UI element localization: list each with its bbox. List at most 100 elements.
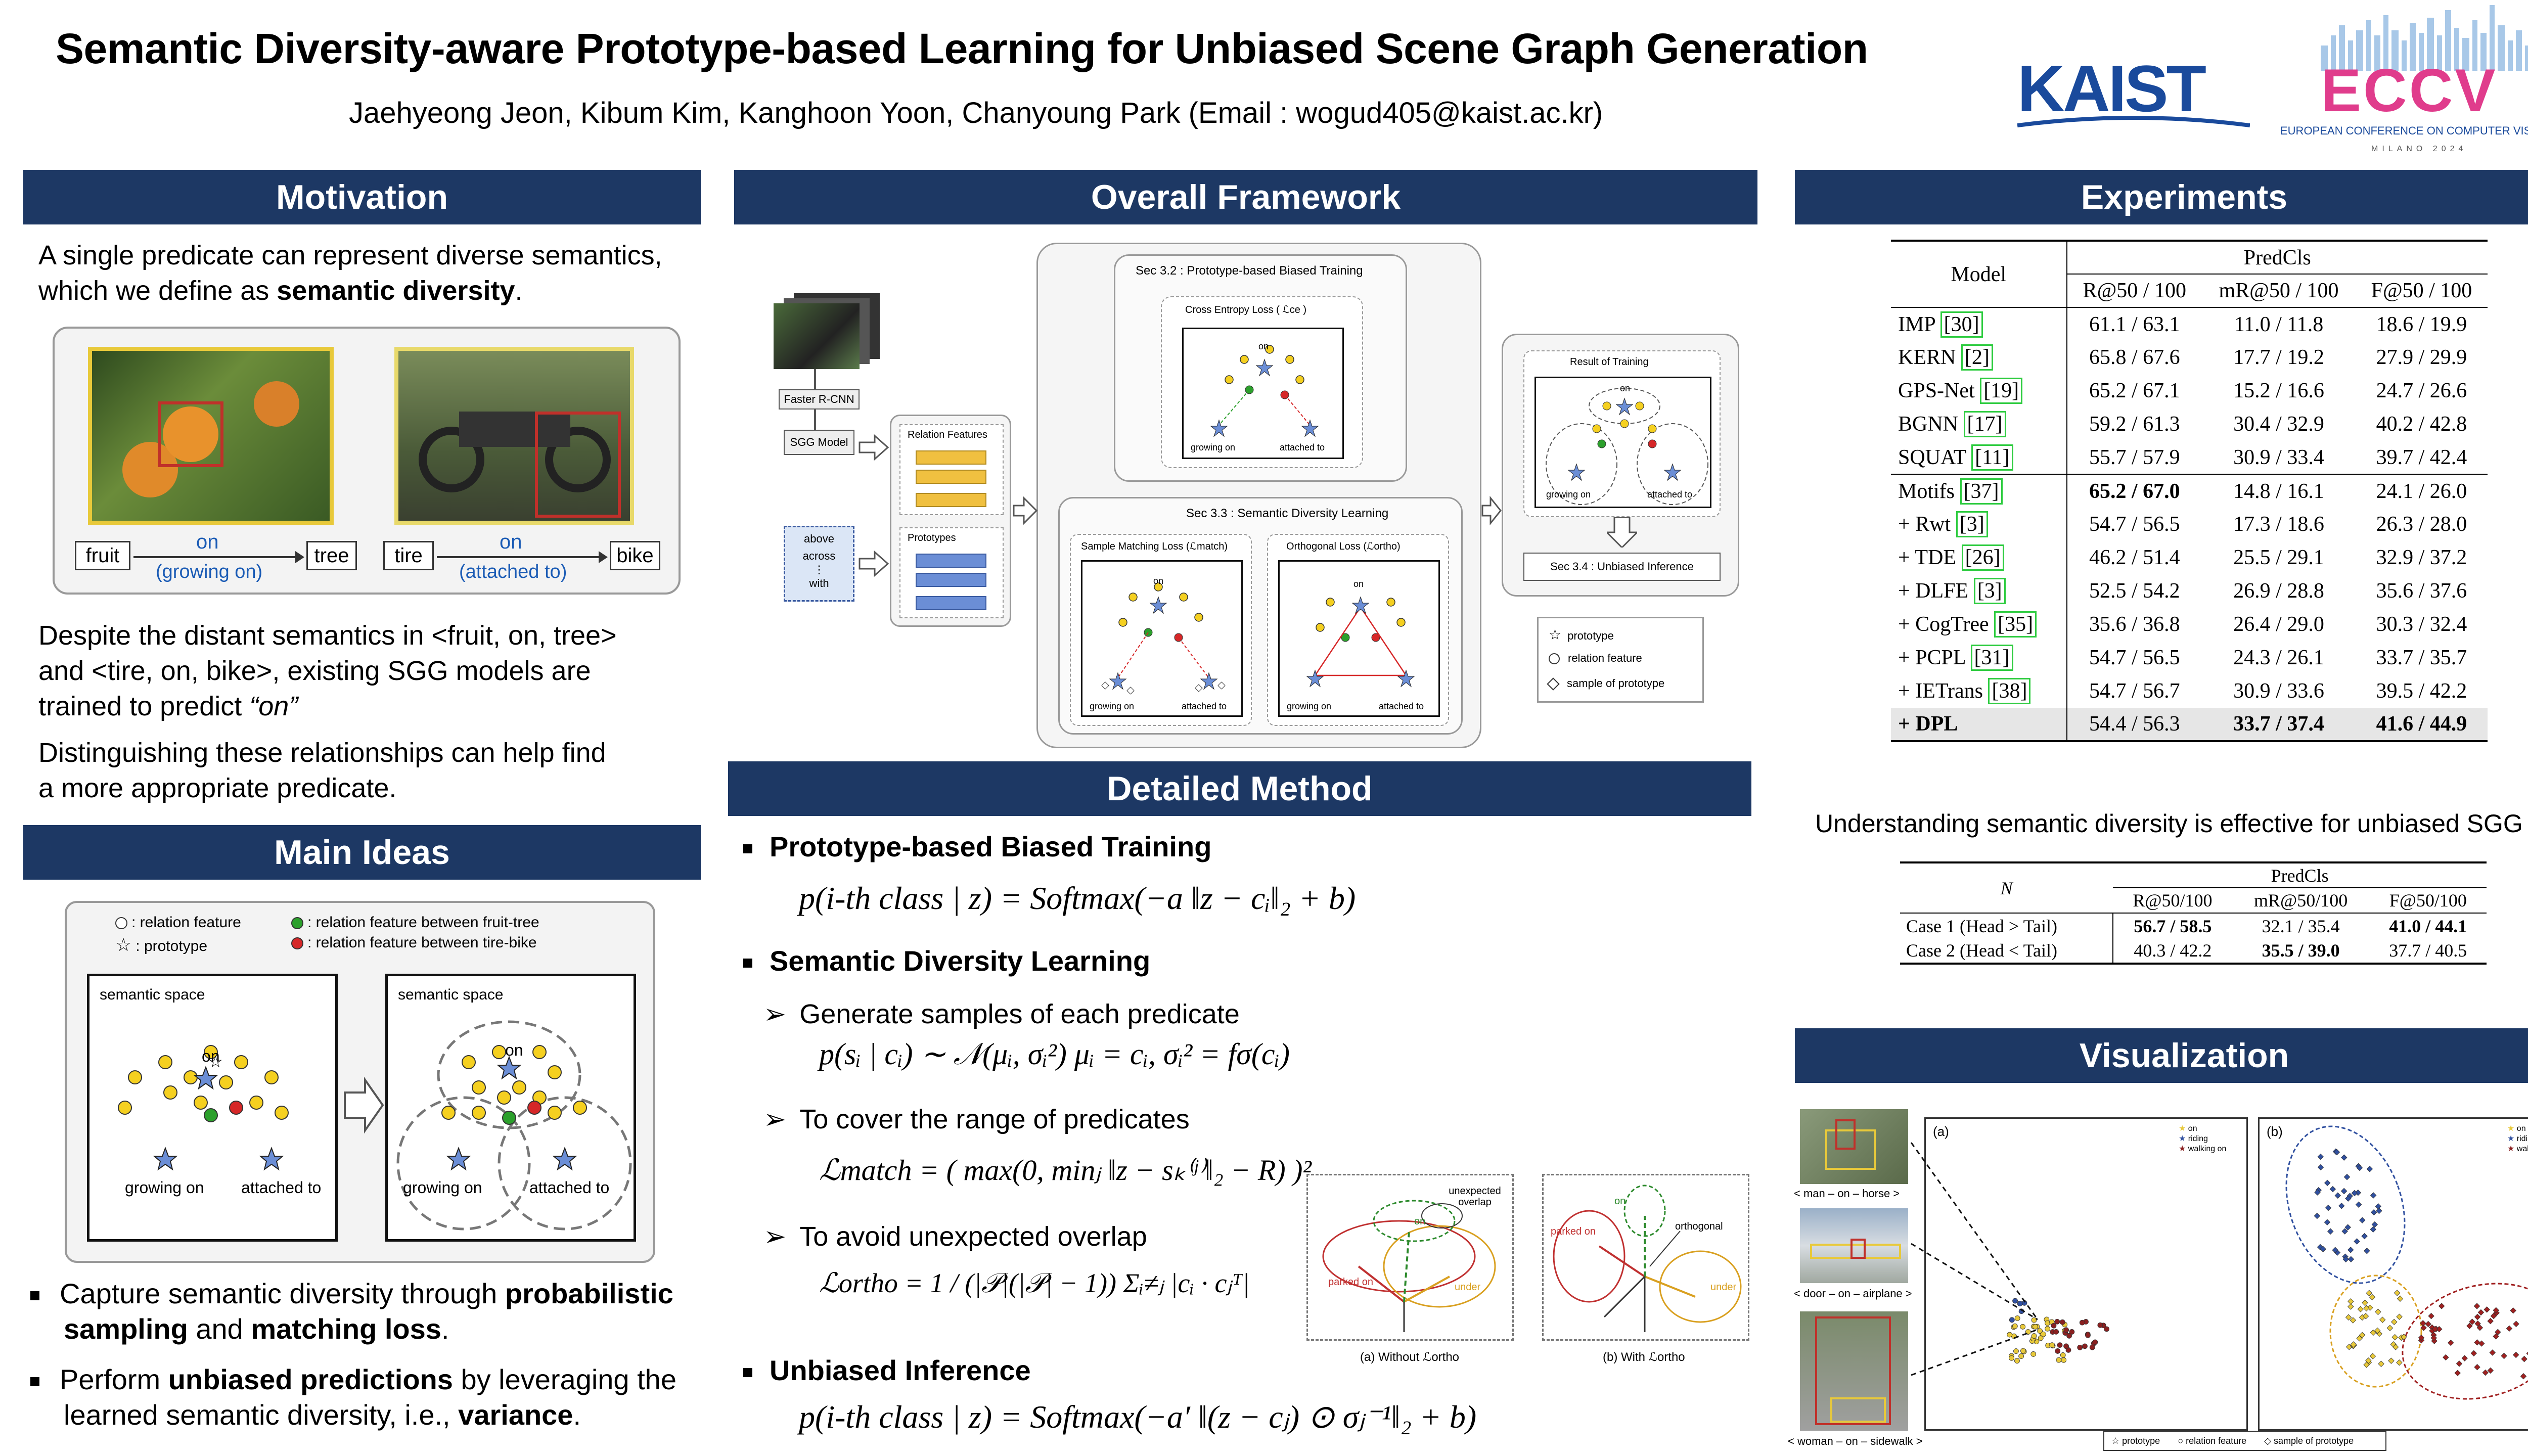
scatter-point [2018,1308,2024,1314]
scatter-point [2014,1315,2020,1321]
motivation-paragraph-3: Distinguishing these relationships can h… [38,738,606,803]
scatter-point [2520,1373,2527,1380]
result-container: Result of Training on growing on attache… [1502,334,1739,597]
legend-relation-feature: : relation feature [115,914,241,931]
scatter-point [2327,1228,2334,1235]
method-section-3: Unbiased Inference [743,1353,1031,1388]
scatter-point [2357,1306,2364,1312]
scatter-point [2348,1303,2354,1310]
scatter-point [2054,1318,2060,1325]
tsne-panel-b: (b) ★ on ★ riding ★ walking on [2258,1117,2528,1431]
scatter-point [2332,1247,2338,1253]
scatter-point [2085,1332,2091,1338]
scatter-point [2431,1326,2439,1333]
scatter-point [2454,1370,2461,1377]
scatter-point [2049,1342,2055,1348]
scatter-point [2345,1314,2352,1321]
scatter-point [2521,1355,2527,1362]
scatter-point [2425,1321,2431,1328]
main-idea-bullet-1: Capture semantic diversity through proba… [30,1276,708,1347]
scatter-point [2374,1327,2381,1334]
scatter-point [2045,1326,2051,1332]
scatter-point [2371,1221,2378,1228]
scatter-point [2456,1360,2463,1367]
scatter-point [2428,1312,2434,1320]
scatter-point [2351,1190,2358,1197]
scatter-point [2063,1327,2069,1333]
figure-b-caption: (b) With ℒortho [1603,1350,1685,1364]
scatter-point [2365,1357,2372,1364]
motivation-intro: A single predicate can represent diverse… [38,240,662,306]
training-container: Sec 3.2 : Prototype-based Biased Trainin… [1036,243,1481,748]
scatter-point [2513,1321,2519,1327]
semantic-space-before: semantic space ☆ on growing on attached … [87,974,338,1242]
scatter-point [2012,1298,2018,1304]
scatter-point [2021,1300,2027,1306]
scatter-point [2510,1307,2516,1314]
scatter-point [2077,1344,2083,1350]
equation-ortho-loss: ℒortho = 1 / (|𝒫|(|𝒫| − 1)) Σᵢ≠ⱼ |cᵢ · c… [819,1268,1250,1298]
scatter-point [2361,1233,2368,1240]
scatter-point [2370,1192,2377,1199]
scatter-point [2338,1202,2345,1209]
scatter-point [2342,1256,2349,1263]
legend-fruit-tree: : relation feature between fruit-tree [291,914,539,931]
poster-authors: Jaehyeong Jeon, Kibum Kim, Kanghoon Yoon… [349,97,1603,129]
eccv-logo: ECCV EUROPEAN CONFERENCE ON COMPUTER VIS… [2280,5,2528,167]
scatter-point [2469,1318,2475,1325]
scatter-point [2391,1318,2398,1326]
scatter-point [2033,1324,2038,1330]
scatter-point [2366,1290,2373,1297]
scatter-point [2055,1348,2061,1354]
scatter-point [2474,1339,2480,1346]
scatter-point [2371,1209,2377,1216]
scatter-point [2396,1313,2403,1320]
method-section-2: Semantic Diversity Learning [743,943,1150,979]
scatter-point [2057,1342,2063,1348]
scatter-point [2350,1341,2357,1348]
scatter-point [2369,1353,2376,1359]
scatter-point [2366,1166,2373,1172]
scatter-point [2484,1306,2490,1313]
scatter-point [2370,1329,2376,1336]
label-attached-to: (attached to) [459,561,567,582]
vis-bottom-legend: ☆ prototype ○ relation feature ◇ sample … [2103,1431,2386,1451]
label-on-1: on [196,531,219,553]
scatter-point [2092,1339,2098,1345]
scatter-point [2493,1307,2499,1314]
scatter-point [2025,1329,2031,1335]
scatter-point [2345,1195,2352,1202]
scatter-point [2014,1358,2020,1364]
scatter-point [2082,1343,2088,1349]
scatter-point [2009,1317,2015,1323]
figure-a-caption: (a) Without ℒortho [1360,1350,1460,1364]
scatter-point [2476,1325,2484,1331]
equation-match-loss: ℒmatch = ( max(0, minⱼ ‖z − sₖ⁽ʲ⁾‖₂ − R)… [819,1154,1312,1187]
scatter-point [2420,1325,2427,1331]
scatter-point [2324,1219,2331,1225]
scatter-point [2009,1355,2014,1361]
scatter-point [2438,1303,2445,1309]
input-images [774,293,880,369]
scatter-point [2020,1348,2026,1354]
scatter-point [2376,1207,2382,1214]
scatter-point [2396,1359,2403,1366]
scatter-point [2031,1333,2037,1339]
method-section-1: Prototype-based Biased Training [743,829,1211,864]
figure-without-ortho: unexpected overlap on parked on under [1306,1174,1514,1341]
scatter-point [2359,1332,2366,1339]
scatter-point [2340,1188,2348,1195]
scatter-point [2341,1154,2348,1161]
scatter-point [2061,1357,2067,1363]
